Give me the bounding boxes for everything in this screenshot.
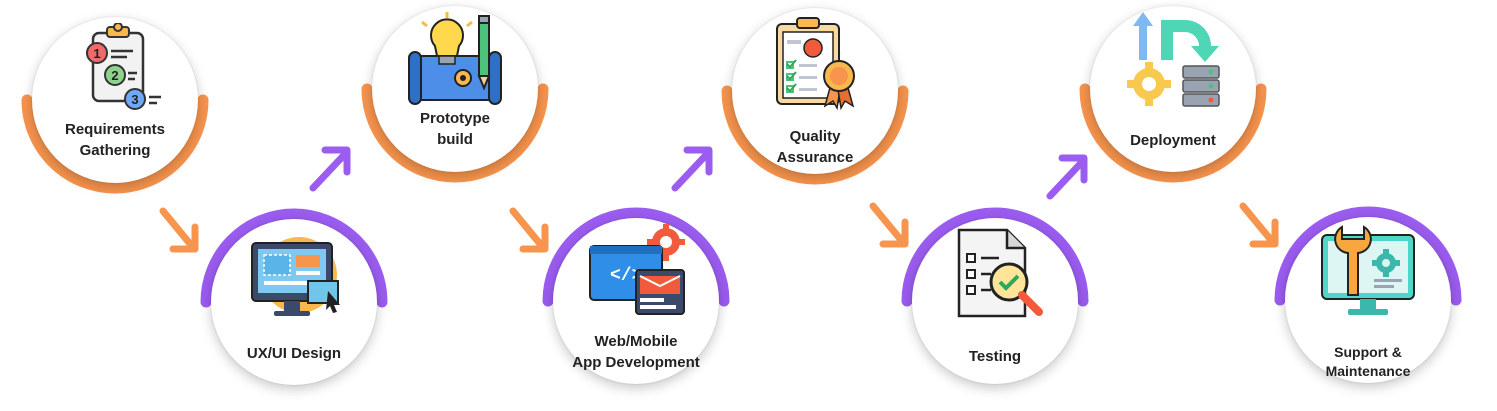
- ring-arc: [361, 83, 549, 183]
- step-requirements-gathering: 1 2 3 Requirements Gathering: [20, 5, 210, 195]
- step-ux-ui-design: UX/UI Design: [199, 207, 389, 397]
- orange-arc: [361, 83, 549, 183]
- flow-arrow-purple: [671, 146, 713, 192]
- document-magnifier-icon: [957, 228, 1043, 318]
- step-label: Requirements Gathering: [30, 119, 200, 161]
- ring-arc: [721, 85, 909, 185]
- label-line: Maintenance: [1325, 363, 1411, 379]
- ring-arc: [1274, 206, 1462, 306]
- step-label: UX/UI Design: [209, 343, 379, 364]
- purple-arc: [901, 207, 1089, 307]
- purple-arc: [542, 207, 730, 307]
- flow-arrow-orange: [869, 202, 909, 248]
- orange-arc: [721, 85, 909, 185]
- step-quality-assurance: Quality Assurance: [720, 0, 910, 186]
- label-line: build: [437, 131, 473, 148]
- ring-arc: [542, 207, 730, 307]
- label-line: Testing: [968, 348, 1022, 365]
- svg-text:2: 2: [111, 68, 118, 83]
- flow-arrow-purple: [1046, 154, 1088, 200]
- blueprint-lightbulb-icon: [408, 12, 502, 105]
- ring-arc: [200, 208, 388, 308]
- step-prototype-build: Prototype build: [360, 0, 550, 184]
- step-label: Deployment: [1088, 130, 1258, 151]
- label-line: Support &: [1334, 344, 1402, 360]
- ring-arc: [1079, 83, 1267, 183]
- label-line: UX/UI Design: [246, 345, 342, 362]
- svg-text:1: 1: [93, 46, 100, 61]
- label-line: App Development: [572, 354, 700, 371]
- label-line: Web/Mobile: [594, 333, 678, 350]
- svg-text:</>: </>: [610, 266, 642, 286]
- label-line: Gathering: [79, 142, 151, 159]
- numbered-checklist-icon: 1 2 3: [86, 23, 161, 110]
- step-web-mobile-app-development: </> Web/Mobile App Development: [541, 206, 731, 396]
- flow-arrow-orange: [1239, 202, 1279, 248]
- step-label: Testing: [910, 346, 1080, 367]
- step-label: Quality Assurance: [730, 126, 900, 168]
- orange-arc: [1079, 83, 1267, 183]
- step-label: Web/Mobile App Development: [551, 331, 721, 373]
- label-line: Prototype: [419, 110, 490, 127]
- svg-text:3: 3: [131, 92, 138, 107]
- monitor-wrench-icon: [1321, 225, 1415, 315]
- server-gear-arrows-icon: [1127, 12, 1220, 107]
- step-testing: Testing: [900, 206, 1090, 396]
- label-line: Deployment: [1130, 132, 1216, 149]
- step-deployment: Deployment: [1078, 0, 1268, 184]
- orange-arc: [21, 94, 209, 194]
- label-line: Assurance: [776, 149, 854, 166]
- flow-arrow-orange: [159, 207, 199, 253]
- code-window-icon: </>: [589, 224, 685, 315]
- purple-arc: [200, 208, 388, 308]
- flow-arrow-orange: [509, 207, 549, 253]
- clipboard-badge-icon: [776, 17, 855, 110]
- flow-arrow-purple: [309, 146, 351, 192]
- step-support-maintenance: Support & Maintenance: [1273, 205, 1463, 395]
- label-line: Quality: [789, 128, 841, 145]
- step-label: Prototype build: [370, 108, 540, 150]
- label-line: Requirements: [64, 121, 166, 138]
- monitor-design-icon: [251, 237, 340, 316]
- ring-arc: [21, 94, 209, 194]
- step-label: Support & Maintenance: [1283, 343, 1453, 381]
- purple-arc: [1274, 206, 1462, 306]
- ring-arc: [901, 207, 1089, 307]
